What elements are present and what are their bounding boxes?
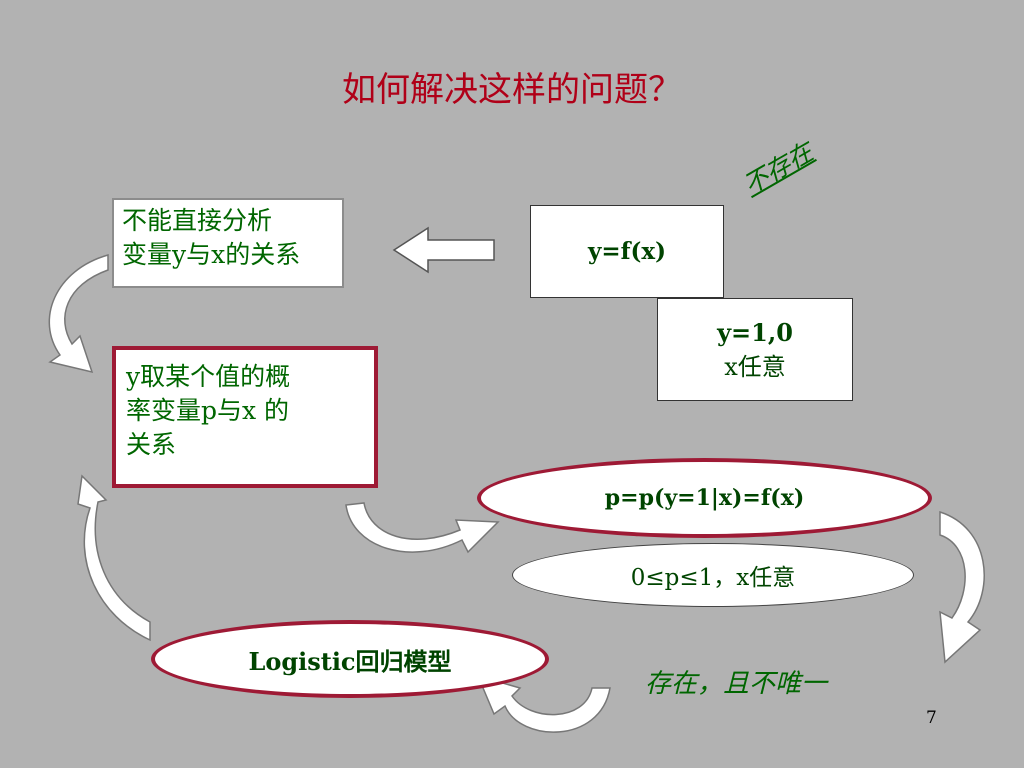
box-direct-line1: 不能直接分析 — [122, 206, 273, 235]
slide-title: 如何解决这样的问题？ — [342, 70, 682, 110]
ellipse-logistic: Logistic回归模型 — [151, 620, 549, 698]
annotation-exist: 存在，且不唯一 — [645, 669, 828, 699]
page-number: 7 — [926, 708, 937, 728]
box-probability: y取某个值的概 率变量p与x 的 关系 — [112, 346, 378, 488]
curve-arrow-top-left — [48, 254, 109, 374]
curve-arrow-left-up — [77, 474, 151, 642]
box-y10-line1: y=1,0 — [717, 317, 793, 347]
box-prob-line3: 关系 — [126, 430, 177, 459]
box-direct-line2: 变量y与x的关系 — [122, 240, 301, 269]
box-prob-line1: y取某个值的概 — [126, 362, 291, 391]
box-y10-line2: x任意 — [724, 352, 786, 381]
curve-arrow-bottom — [476, 674, 611, 733]
box-y-equals-fx: y=f(x) — [530, 205, 724, 298]
box-y-values: y=1,0 x任意 — [657, 298, 853, 401]
left-arrow — [392, 226, 495, 274]
box-prob-line2: 率变量p与x 的 — [126, 396, 290, 425]
curve-arrow-mid — [345, 502, 500, 554]
curve-arrow-right — [939, 510, 985, 664]
box-direct-analysis: 不能直接分析 变量y与x的关系 — [112, 198, 344, 288]
ellipse-p-formula: p=p(y=1|x)=f(x) — [477, 458, 932, 538]
ellipse-range: 0≤p≤1，x任意 — [512, 543, 914, 607]
